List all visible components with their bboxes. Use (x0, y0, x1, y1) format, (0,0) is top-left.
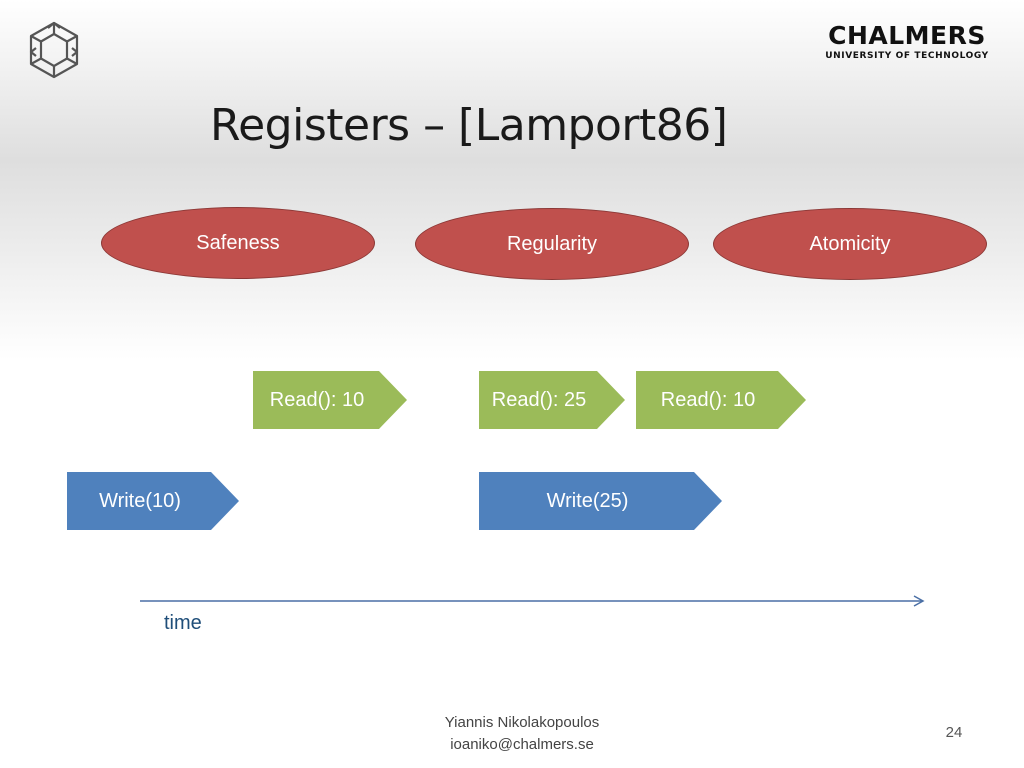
slide-title: Registers – [Lamport86] (210, 100, 728, 151)
read-op-label: Read(): 25 (491, 388, 587, 411)
read-op-label: Read(): 10 (660, 388, 756, 411)
author-email: ioaniko@chalmers.se (450, 736, 594, 753)
write-op-label: Write(25) (546, 489, 629, 512)
property-label: Atomicity (809, 232, 891, 255)
page-number: 24 (945, 724, 963, 741)
brand-subtitle: UNIVERSITY OF TECHNOLOGY (825, 51, 989, 61)
property-atomicity: Atomicity (713, 208, 987, 280)
brand-name: CHALMERS (828, 21, 986, 50)
property-label: Safeness (196, 231, 280, 254)
property-label: Regularity (506, 232, 598, 255)
read-op-label: Read(): 10 (269, 388, 365, 411)
footer-author: Yiannis Nikolakopoulos ioaniko@chalmers.… (412, 712, 632, 756)
read-op-2: Read(): 25 (479, 371, 625, 429)
read-op-3: Read(): 10 (636, 371, 806, 429)
author-name: Yiannis Nikolakopoulos (444, 714, 600, 731)
write-op-1: Write(10) (67, 472, 239, 530)
timeline-label: time (164, 612, 202, 634)
property-safeness: Safeness (101, 207, 375, 279)
write-op-2: Write(25) (479, 472, 722, 530)
university-brand: CHALMERS UNIVERSITY OF TECHNOLOGY (812, 22, 1002, 62)
write-op-label: Write(10) (99, 489, 181, 512)
read-op-1: Read(): 10 (253, 371, 407, 429)
chalmers-logo-icon (29, 21, 79, 79)
property-regularity: Regularity (415, 208, 689, 280)
timeline-arrow (140, 595, 925, 607)
